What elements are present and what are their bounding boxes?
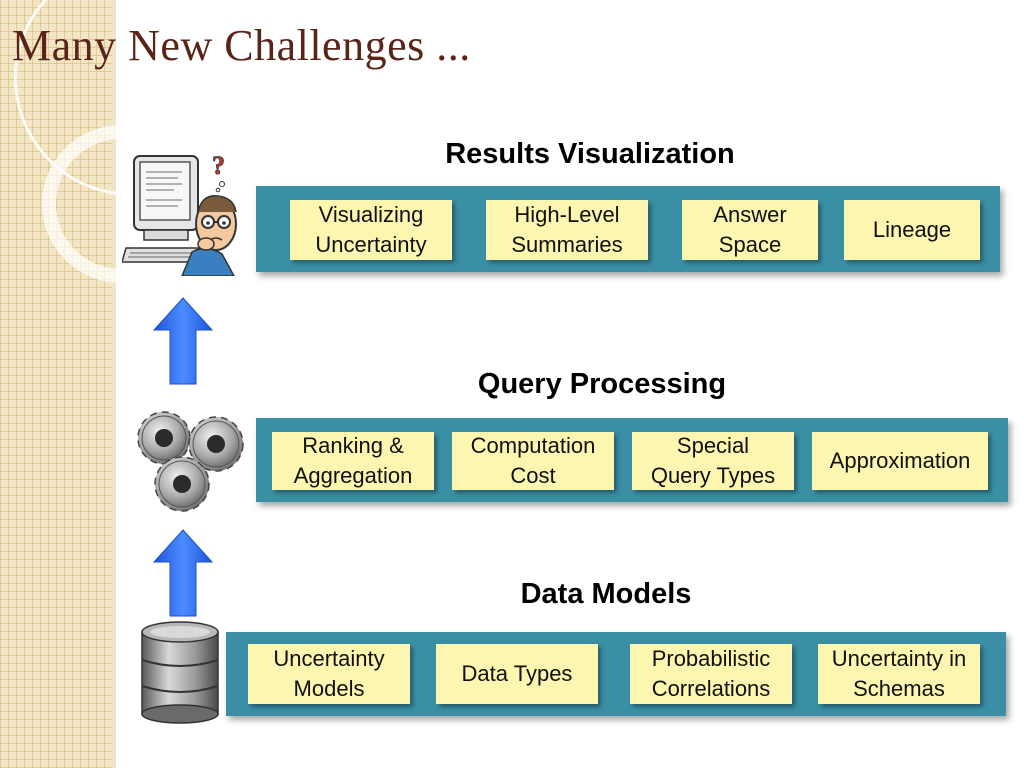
- up-arrow-icon: [152, 529, 214, 617]
- box-high-level-summaries: High-Level Summaries: [486, 200, 648, 260]
- box-computation-cost: Computation Cost: [452, 432, 614, 490]
- section-title-data-models: Data Models: [520, 578, 692, 610]
- box-uncertainty-models: Uncertainty Models: [248, 644, 410, 704]
- box-uncertainty-in-schemas: Uncertainty in Schemas: [818, 644, 980, 704]
- box-data-types: Data Types: [436, 644, 598, 704]
- database-icon: [141, 621, 219, 724]
- svg-text:?: ?: [212, 151, 225, 180]
- section-title-query-processing: Query Processing: [477, 368, 727, 400]
- box-answer-space: Answer Space: [682, 200, 818, 260]
- strip-edge: [112, 0, 116, 768]
- box-visualizing-uncertainty: Visualizing Uncertainty: [290, 200, 452, 260]
- band-results-visualization: Visualizing Uncertainty High-Level Summa…: [256, 186, 1000, 272]
- box-approximation: Approximation: [812, 432, 988, 490]
- box-probabilistic-correlations: Probabilistic Correlations: [630, 644, 792, 704]
- slide-title: Many New Challenges ...: [12, 21, 471, 70]
- band-data-models: Uncertainty Models Data Types Probabilis…: [226, 632, 1006, 716]
- box-ranking-aggregation: Ranking & Aggregation: [272, 432, 434, 490]
- box-special-query-types: Special Query Types: [632, 432, 794, 490]
- confused-person-at-computer-icon: ?: [122, 151, 237, 276]
- up-arrow-icon: [152, 297, 214, 385]
- box-lineage: Lineage: [844, 200, 980, 260]
- section-title-results-visualization: Results Visualization: [445, 138, 735, 170]
- gears-icon: [137, 411, 244, 512]
- band-query-processing: Ranking & Aggregation Computation Cost S…: [256, 418, 1008, 502]
